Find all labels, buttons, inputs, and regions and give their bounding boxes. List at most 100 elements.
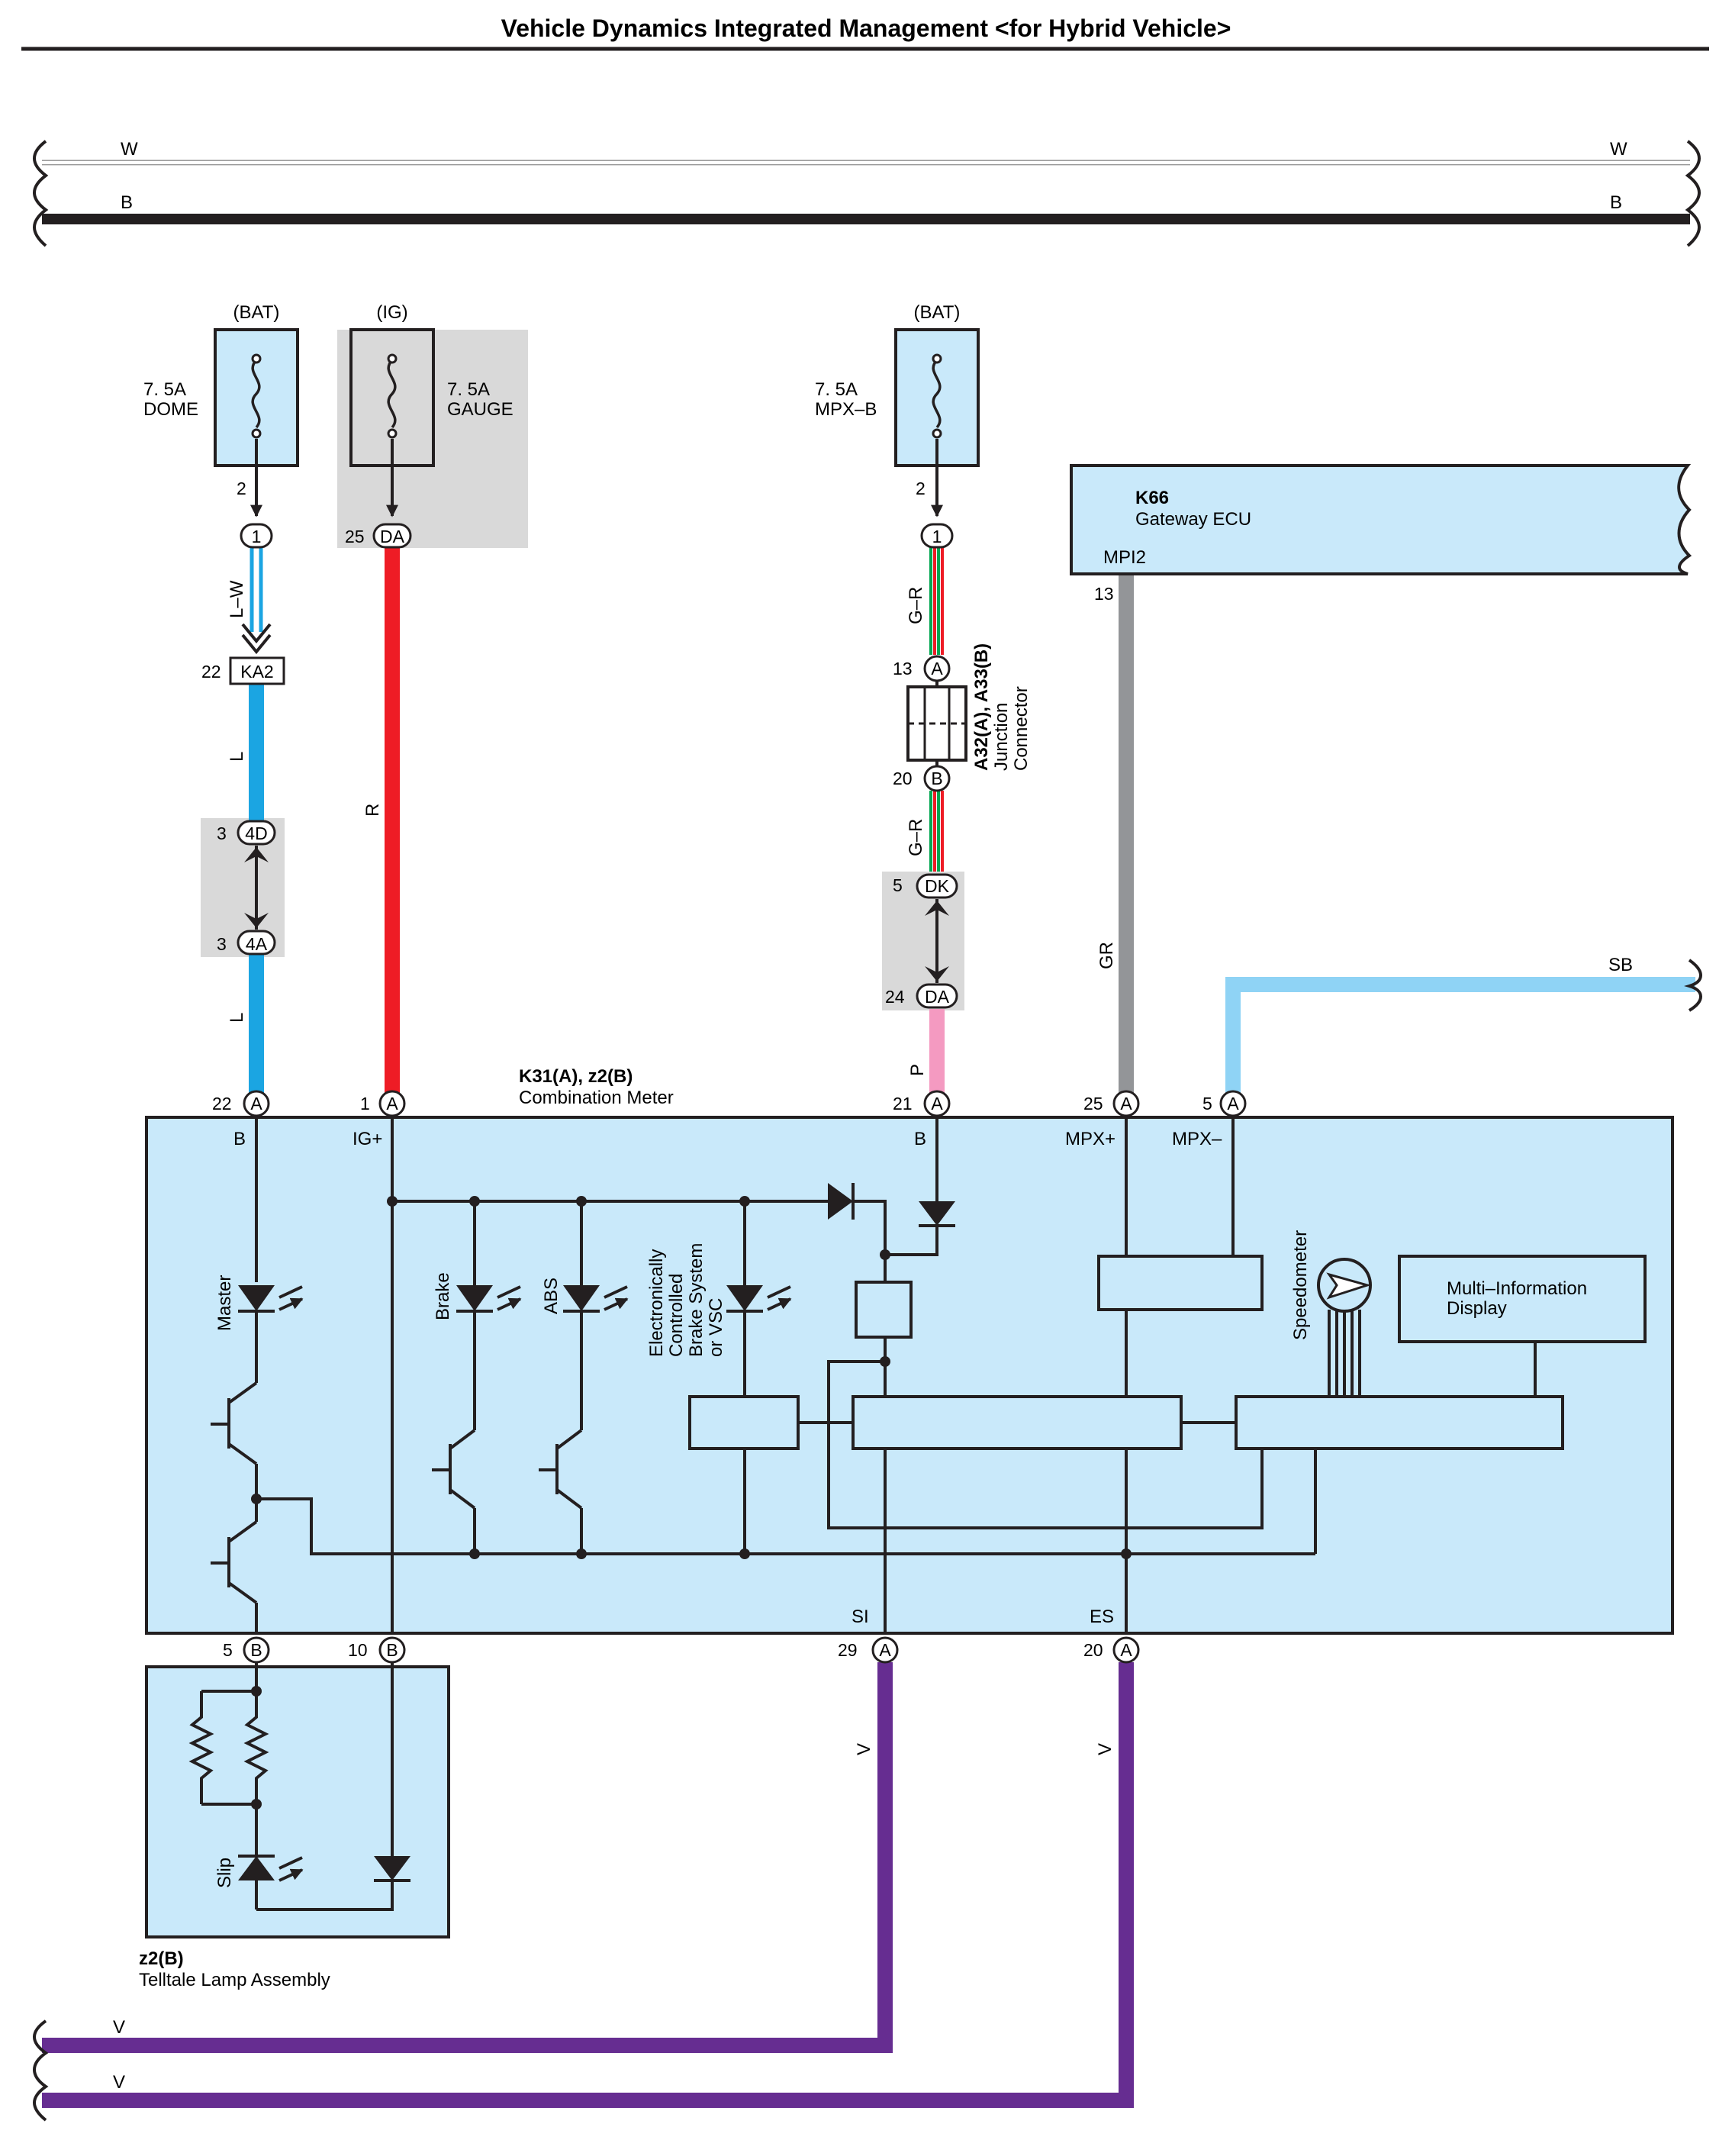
top-bus-b: B B [42, 192, 1690, 224]
fuse-gauge-name: GAUGE [447, 399, 513, 420]
svg-text:20: 20 [1083, 1640, 1103, 1660]
ka2-double-arrow [241, 623, 272, 655]
fuse-dome-rating: 7. 5A [143, 379, 186, 400]
fuse-dome-pin: 2 [237, 479, 246, 498]
svg-text:3: 3 [217, 823, 227, 843]
svg-text:25: 25 [1083, 1094, 1103, 1113]
svg-text:22: 22 [201, 662, 221, 682]
wire-gr-label: GR [1096, 942, 1117, 969]
wire-lw-label: L–W [227, 580, 247, 618]
gateway-name: Gateway ECU [1135, 509, 1251, 530]
svg-text:13: 13 [893, 659, 913, 678]
connector-4a: 3 4A [217, 930, 276, 956]
meter-id: K31(A), z2(B) [519, 1066, 633, 1087]
svg-text:MPX–: MPX– [1172, 1129, 1222, 1149]
wire-l-lower-label: L [227, 1013, 247, 1023]
fuse-dome: (BAT) 7. 5A DOME 2 [143, 302, 299, 498]
connector-ka2: 22 KA2 [201, 656, 285, 685]
svg-text:1: 1 [932, 527, 942, 546]
mid-label-1: Multi–Information [1447, 1278, 1587, 1299]
junction-connector: 13 A 20 B A32(A), A33(B) Junction Connec… [893, 643, 1032, 792]
lamp-slip-label: Slip [214, 1858, 235, 1888]
fuse-mpxb-name: MPX–B [815, 399, 877, 420]
svg-text:A: A [931, 659, 943, 678]
top-bus-w: W W [42, 139, 1690, 166]
wire-r-label: R [362, 804, 383, 817]
wire-v-es [42, 1662, 1134, 2108]
svg-text:29: 29 [838, 1640, 858, 1660]
svg-text:A: A [1120, 1640, 1132, 1660]
svg-text:SI: SI [852, 1607, 869, 1627]
junction-name2: Connector [1011, 686, 1032, 771]
sb-break [1684, 959, 1702, 1012]
svg-text:DA: DA [380, 527, 405, 546]
gateway-id: K66 [1135, 488, 1169, 508]
wire-sb [1225, 977, 1695, 1097]
wire-sb-label: SB [1608, 955, 1633, 975]
svg-text:5: 5 [223, 1640, 233, 1660]
svg-text:A: A [386, 1094, 398, 1113]
page-title: Vehicle Dynamics Integrated Management <… [501, 15, 1231, 42]
lamp-brake-label: Brake [433, 1272, 453, 1320]
connector-dk: 5 DK [893, 873, 958, 899]
svg-text:B: B [931, 769, 942, 788]
svg-text:25: 25 [345, 527, 365, 546]
fuse-mpxb: (BAT) 7. 5A MPX–B 2 [815, 302, 980, 498]
wire-gr-lower-label: G–R [906, 819, 926, 856]
svg-text:DK: DK [925, 876, 950, 896]
svg-text:A: A [879, 1640, 891, 1660]
bus-w-label-right: W [1610, 139, 1627, 160]
bus-break-left [33, 140, 49, 247]
svg-text:DA: DA [925, 987, 950, 1007]
wire-v-es-label: V [1095, 1743, 1115, 1755]
telltale-id: z2(B) [139, 1948, 184, 1969]
lamp-ecb-line2: Controlled [666, 1274, 687, 1357]
junction-id: A32(A), A33(B) [971, 643, 992, 771]
connector-dome-1: 1 [240, 523, 273, 549]
bus-b-label-right: B [1610, 192, 1622, 213]
svg-text:4D: 4D [245, 823, 267, 843]
svg-text:MPX+: MPX+ [1065, 1129, 1115, 1149]
wire-gr-upper-label: G–R [906, 587, 926, 624]
svg-text:1: 1 [360, 1094, 370, 1113]
bus-v2-label: V [113, 2072, 125, 2093]
wire-gr-upper: G–R [906, 546, 944, 655]
connector-da: 24 DA [885, 983, 958, 1009]
svg-text:5: 5 [893, 875, 903, 895]
svg-text:3: 3 [217, 934, 227, 954]
svg-text:5: 5 [1202, 1094, 1212, 1113]
svg-text:B: B [386, 1640, 398, 1660]
meter-name: Combination Meter [519, 1088, 674, 1108]
svg-text:A: A [931, 1094, 943, 1113]
wire-v-si-label: V [854, 1743, 874, 1755]
svg-text:B: B [250, 1640, 262, 1660]
svg-text:21: 21 [893, 1094, 913, 1113]
svg-text:4A: 4A [246, 934, 268, 954]
gateway-ecu: K66 Gateway ECU MPI2 13 [1070, 464, 1692, 604]
bus-break-right [1685, 140, 1701, 247]
wire-lw: L–W [227, 546, 263, 632]
lamp-ecb-line4: or VSC [706, 1298, 726, 1357]
meter-bottom-pins: 5 B 10 B 29 A SI 20 A ES [223, 1607, 1140, 1664]
svg-text:B: B [914, 1129, 926, 1149]
svg-text:A: A [1120, 1094, 1132, 1113]
speedometer-label: Speedometer [1290, 1230, 1311, 1340]
junction-name: Junction [991, 703, 1012, 771]
wire-gr-lower: G–R [906, 791, 944, 872]
wire-l-upper-label: L [227, 752, 247, 762]
fuse-gauge: (IG) 7. 5A GAUGE [349, 302, 513, 467]
svg-text:IG+: IG+ [353, 1129, 382, 1149]
lamp-ecb-line3: Brake System [686, 1243, 707, 1357]
telltale-name: Telltale Lamp Assembly [139, 1970, 330, 1990]
lamp-abs-label: ABS [541, 1278, 562, 1314]
fuse-mpxb-source: (BAT) [914, 302, 961, 323]
fuse-dome-source: (BAT) [233, 302, 280, 323]
svg-text:ES: ES [1090, 1607, 1114, 1627]
svg-text:24: 24 [885, 987, 905, 1007]
svg-text:10: 10 [348, 1640, 368, 1660]
fuse-gauge-source: (IG) [376, 302, 407, 323]
gateway-pin: 13 [1094, 584, 1114, 604]
wire-v-si [42, 1662, 893, 2053]
svg-text:1: 1 [252, 527, 262, 546]
